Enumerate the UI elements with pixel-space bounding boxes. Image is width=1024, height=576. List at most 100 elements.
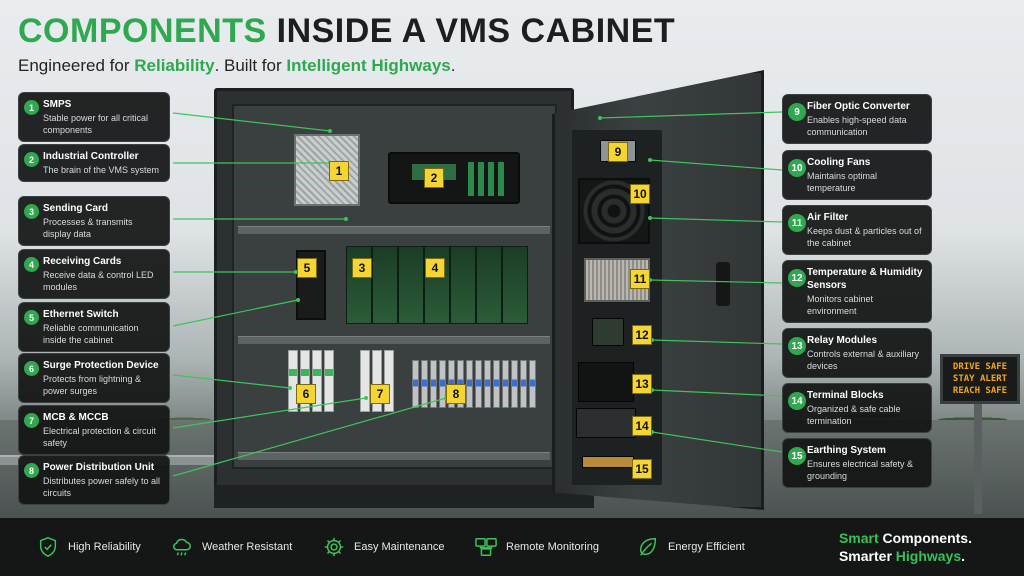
feature-easy-maintenance: Easy Maintenance [322, 535, 445, 559]
component-card-sending-card: 3 Sending Card Processes & transmits dis… [18, 196, 170, 246]
badge-6: 6 [296, 384, 316, 404]
card-number: 10 [788, 159, 806, 177]
tagline-line-2: Smarter Highways. [839, 547, 972, 565]
card-number: 2 [24, 152, 39, 167]
subtitle-highlight: Reliability [134, 56, 215, 75]
title-rest: INSIDE A VMS CABINET [266, 12, 676, 50]
feature-weather-resistant: Weather Resistant [170, 535, 292, 559]
sign-line: DRIVE SAFE [952, 362, 1008, 372]
card-number: 12 [788, 269, 806, 287]
sign-pole [974, 404, 982, 514]
pdu-terminal [493, 360, 500, 408]
card-number: 8 [24, 463, 39, 478]
feature-footer: High Reliability Weather Resistant Easy … [0, 518, 1024, 576]
card-name: Relay Modules [807, 335, 878, 346]
card-name: Terminal Blocks [807, 390, 884, 401]
component-card-fiber-optic-converter: 9 Fiber Optic Converter Enables high-spe… [782, 94, 932, 144]
card-name: Temperature & Humidity Sensors [807, 267, 923, 291]
card-desc: Electrical protection & circuit safety [43, 426, 157, 448]
badge-3: 3 [352, 258, 372, 278]
component-card-terminal-blocks: 14 Terminal Blocks Organized & safe cabl… [782, 383, 932, 433]
card-desc: Reliable communication inside the cabine… [43, 323, 139, 345]
badge-11: 11 [630, 269, 650, 289]
subtitle-part: Engineered for [18, 56, 135, 75]
pdu-terminal [421, 360, 428, 408]
card-desc: Keeps dust & particles out of the cabine… [807, 226, 922, 248]
air-filter-unit [584, 258, 650, 302]
smps-unit [294, 134, 360, 206]
feature-high-reliability: High Reliability [36, 535, 141, 559]
feature-remote-monitoring: Remote Monitoring [474, 535, 599, 559]
pdu-terminal [520, 360, 527, 408]
tagline-highlight: Smart [838, 530, 879, 546]
network-monitor-icon [474, 535, 498, 559]
card-desc: Maintains optimal temperature [807, 171, 878, 193]
card-number: 3 [24, 204, 39, 219]
card-name: Power Distribution Unit [43, 462, 155, 473]
badge-8: 8 [446, 384, 466, 404]
feature-label: Energy Efficient [668, 541, 745, 553]
tagline-text: . [961, 548, 966, 564]
card-desc: Controls external & auxiliary devices [807, 349, 920, 371]
card-desc: Stable power for all critical components [43, 113, 149, 135]
card-number: 13 [788, 337, 806, 355]
feature-label: Remote Monitoring [506, 541, 599, 553]
title-accent: COMPONENTS [18, 12, 267, 50]
component-card-pdu: 8 Power Distribution Unit Distributes po… [18, 455, 170, 505]
component-card-cooling-fans: 10 Cooling Fans Maintains optimal temper… [782, 150, 932, 200]
card-number: 9 [788, 103, 806, 121]
sign-line: STAY ALERT [952, 374, 1008, 384]
pdu-terminal [439, 360, 446, 408]
industrial-controller-unit [388, 152, 520, 204]
receiving-card-board [502, 246, 528, 324]
din-rail [238, 226, 550, 234]
card-desc: Ensures electrical safety & grounding [807, 459, 914, 481]
card-desc: Receive data & control LED modules [43, 270, 154, 292]
card-name: Air Filter [807, 212, 849, 223]
feature-energy-efficient: Energy Efficient [636, 535, 745, 559]
pdu-terminal [529, 360, 536, 408]
component-card-smps: 1 SMPS Stable power for all critical com… [18, 92, 170, 142]
badge-13: 13 [632, 374, 652, 394]
component-card-receiving-cards: 4 Receiving Cards Receive data & control… [18, 249, 170, 299]
door-handle [716, 262, 730, 306]
card-name: Industrial Controller [43, 151, 139, 162]
pdu-terminal [412, 360, 419, 408]
din-rail [238, 452, 550, 460]
page-title: COMPONENTS INSIDE A VMS CABINET [18, 12, 675, 51]
tagline-highlight: Highways [895, 548, 962, 564]
component-card-surge-protection: 6 Surge Protection Device Protects from … [18, 353, 170, 403]
card-desc: Protects from lightning & power surges [43, 374, 142, 396]
card-desc: Enables high-speed data communication [807, 115, 907, 137]
badge-4: 4 [425, 258, 445, 278]
receiving-card-board [450, 246, 476, 324]
cloud-rain-icon [170, 535, 194, 559]
card-name: Sending Card [43, 203, 109, 214]
card-desc: Organized & safe cable termination [807, 404, 901, 426]
feature-label: Weather Resistant [202, 541, 293, 553]
card-name: SMPS [43, 99, 72, 110]
component-card-temp-humidity: 12 Temperature & Humidity Sensors Monito… [782, 260, 932, 323]
badge-5: 5 [297, 258, 317, 278]
card-name: Earthing System [807, 445, 886, 456]
component-card-air-filter: 11 Air Filter Keeps dust & particles out… [782, 205, 932, 255]
receiving-card-board [476, 246, 502, 324]
card-name: Receiving Cards [43, 256, 122, 267]
badge-15: 15 [632, 459, 652, 479]
card-desc: Processes & transmits display data [43, 217, 133, 239]
shield-check-icon [36, 535, 60, 559]
card-number: 7 [24, 413, 39, 428]
card-number: 11 [788, 214, 806, 232]
badge-10: 10 [630, 184, 650, 204]
vms-sign: DRIVE SAFE STAY ALERT REACH SAFE [940, 354, 1020, 404]
pdu-terminal [430, 360, 437, 408]
card-number: 14 [788, 392, 806, 410]
card-desc: The brain of the VMS system [43, 165, 160, 175]
controller-keys [468, 162, 508, 196]
badge-12: 12 [632, 325, 652, 345]
relay-module-unit [578, 362, 634, 402]
leaf-icon [636, 535, 660, 559]
component-card-industrial-controller: 2 Industrial Controller The brain of the… [18, 144, 170, 182]
tagline-line-1: Smart Components. [839, 529, 972, 547]
gear-icon [322, 535, 346, 559]
